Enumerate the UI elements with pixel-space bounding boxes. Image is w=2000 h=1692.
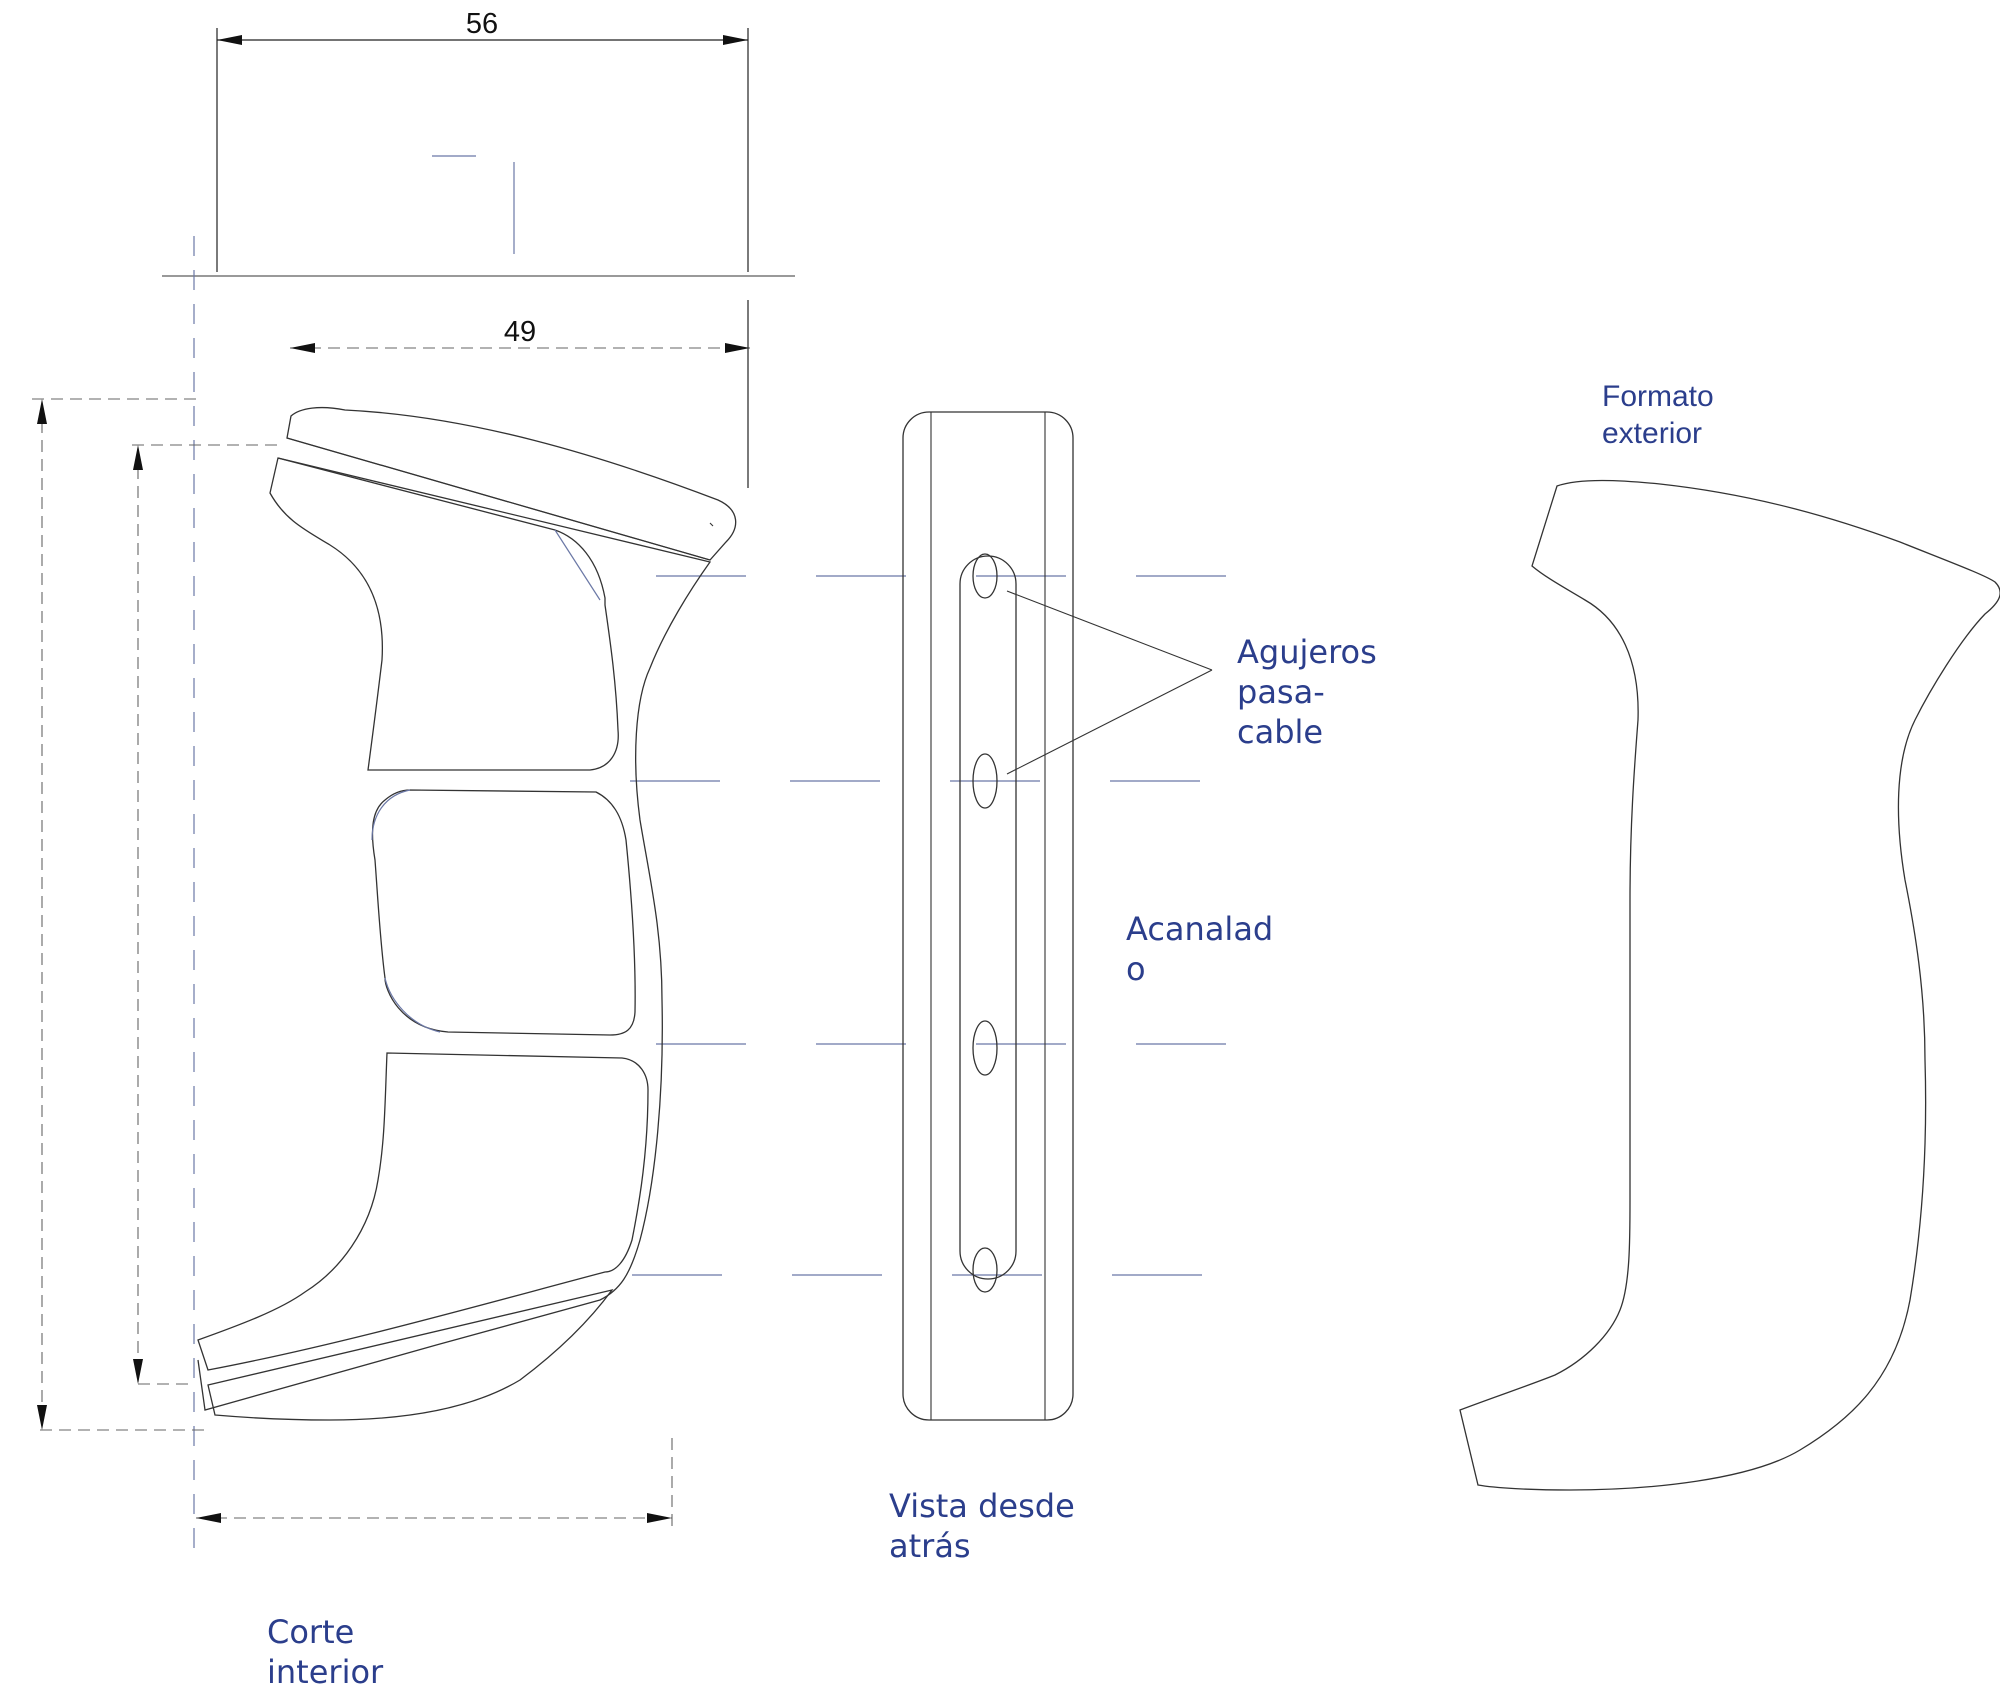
cable-hole-4 (972, 1247, 998, 1293)
dimension-height-outer (32, 398, 210, 1431)
inner-cut-label: Corte interior (267, 1613, 384, 1691)
dimension-49: 49 (290, 300, 750, 488)
dimension-56: 56 (216, 8, 749, 272)
leader-line-1 (1006, 590, 1213, 671)
dimension-56-text: 56 (466, 8, 498, 40)
back-view-label: Vista desde atrás (889, 1487, 1075, 1565)
cable-holes-label: Agujeros pasa- cable (1237, 633, 1377, 751)
dimension-height-inner (132, 444, 278, 1385)
cable-hole-3 (972, 1020, 998, 1076)
dimension-49-text: 49 (504, 316, 536, 348)
cable-hole-1 (972, 553, 998, 599)
back-view-drawing (902, 411, 1213, 1421)
cable-hole-2 (972, 753, 998, 809)
inner-cut-drawing (197, 406, 737, 1421)
groove (959, 555, 1017, 1280)
groove-label: Acanalad o (1126, 910, 1274, 988)
leader-line-2 (1006, 669, 1213, 775)
outer-shape-label: Formato exterior (1602, 380, 1714, 450)
dimension-bottom-width (196, 1438, 673, 1528)
outer-shape-drawing (1459, 479, 2000, 1491)
projection-lines (630, 575, 1272, 1276)
